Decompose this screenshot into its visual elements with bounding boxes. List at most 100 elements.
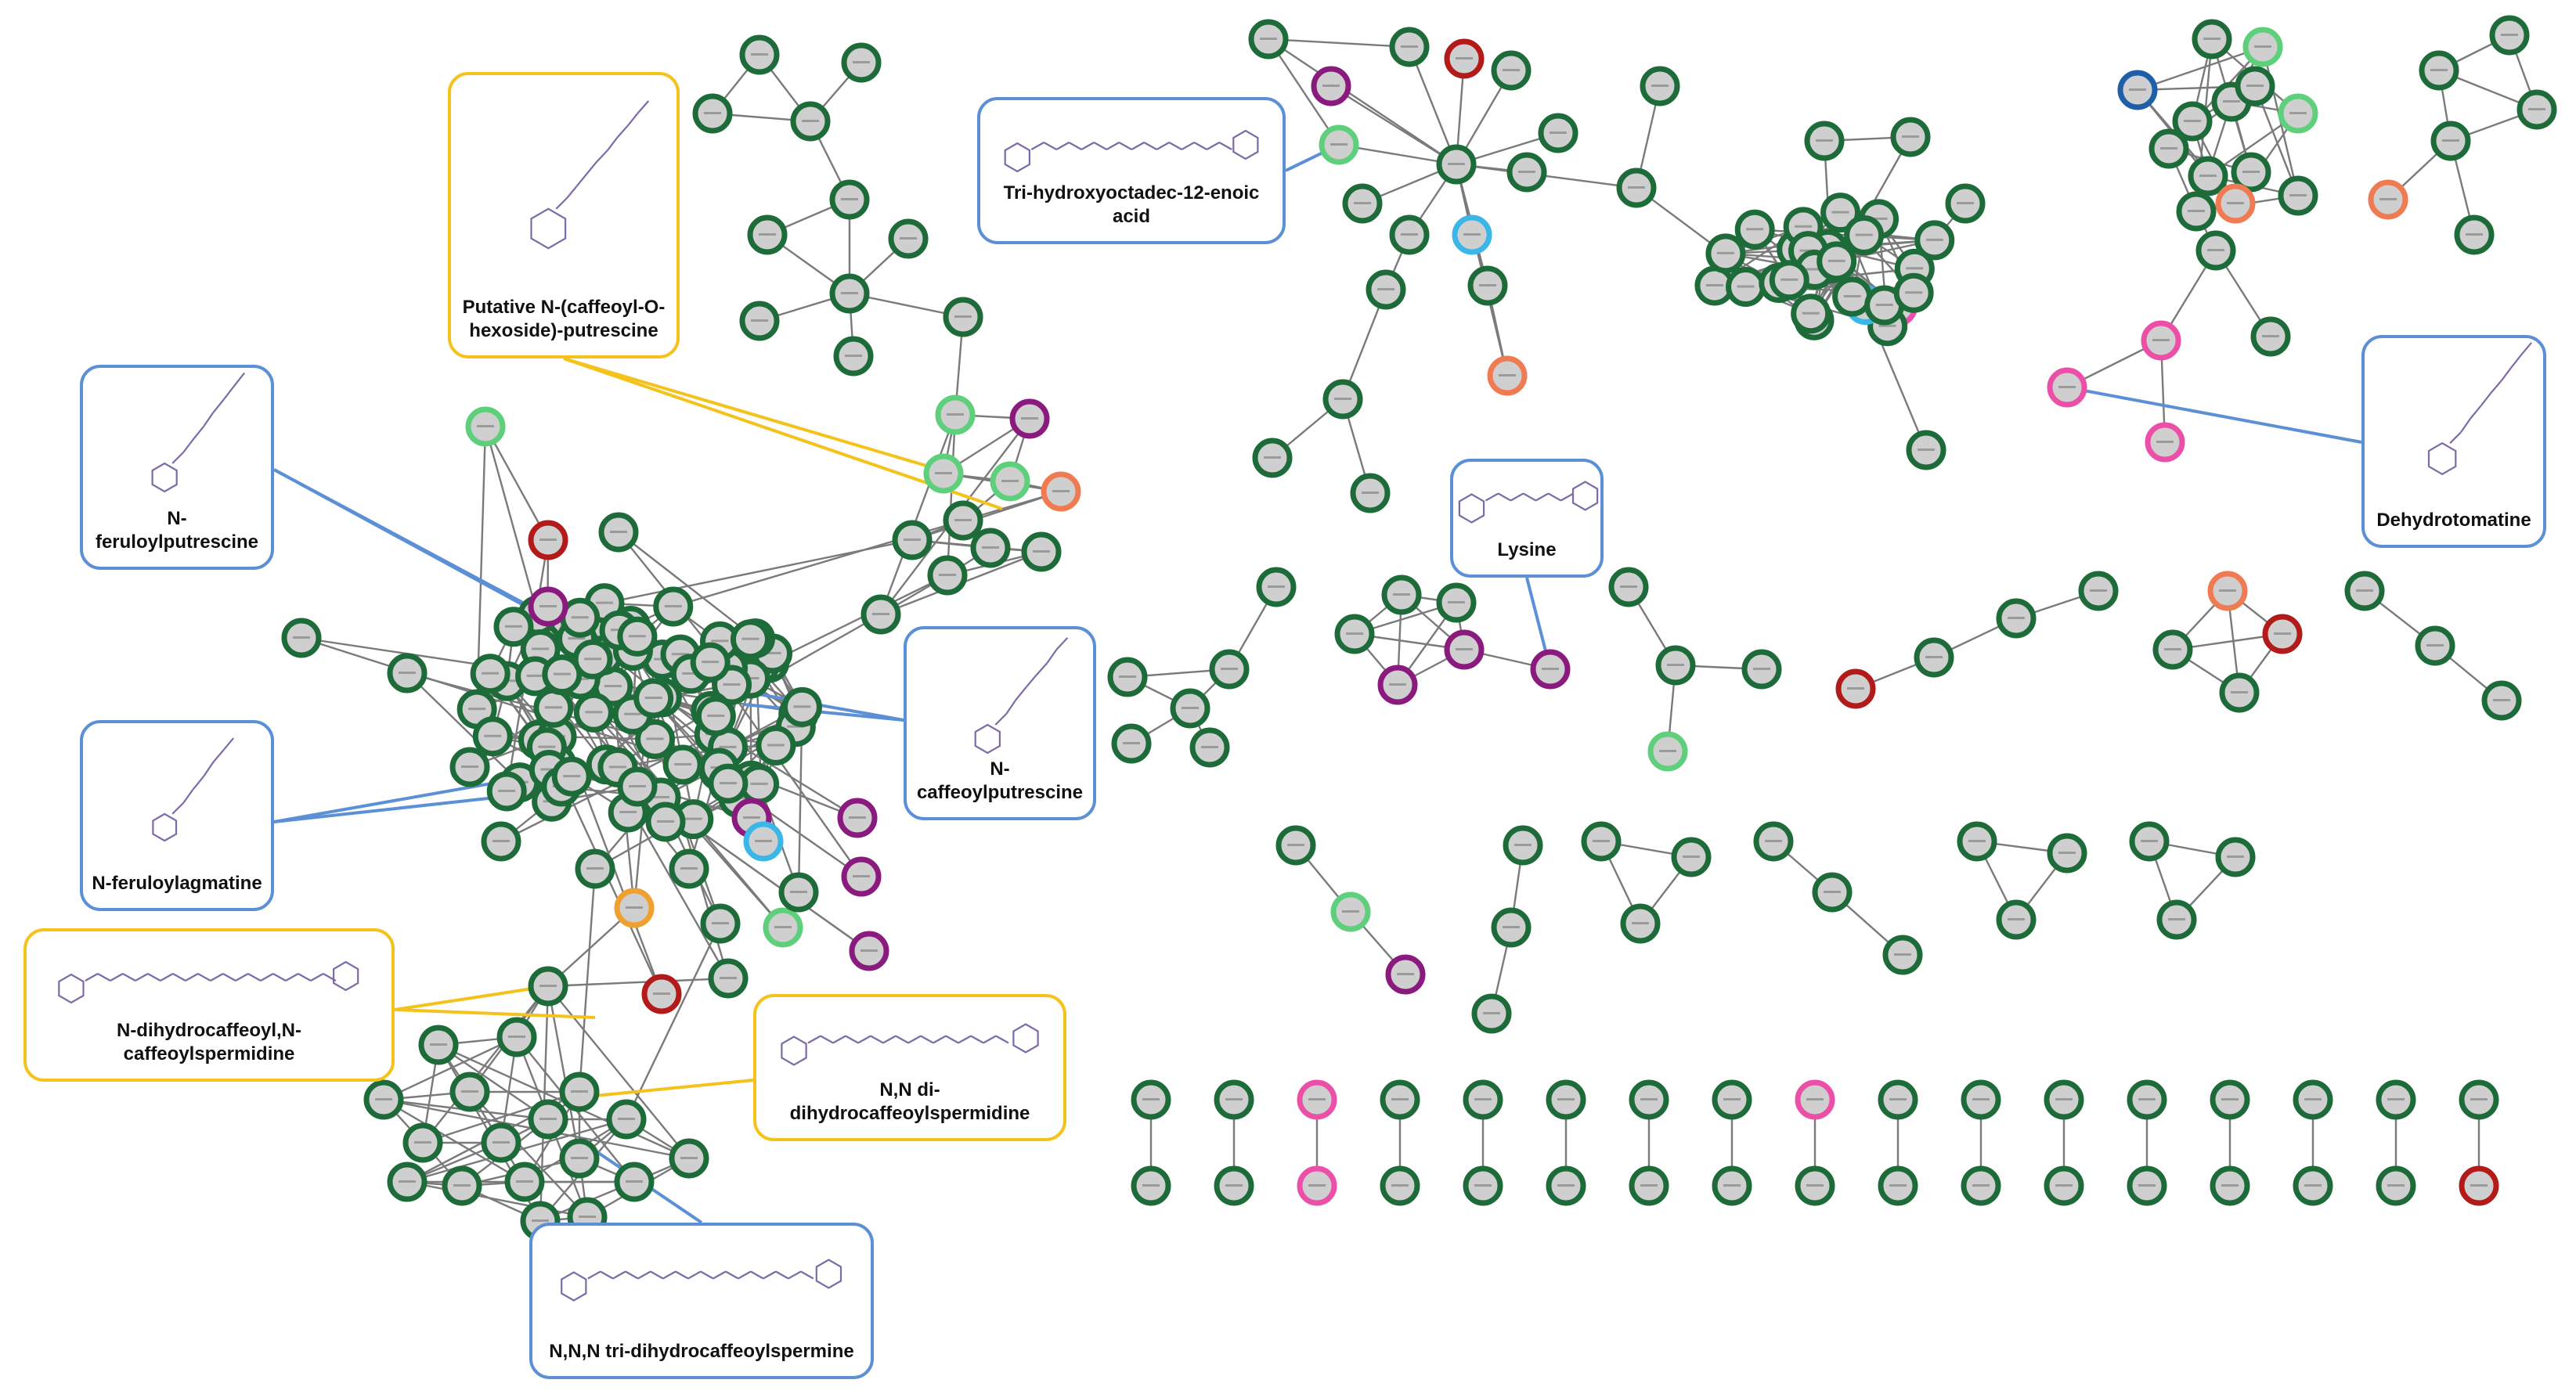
network-edge — [406, 672, 521, 783]
network-node — [1753, 821, 1794, 862]
network-node — [528, 1099, 568, 1140]
network-edge — [422, 985, 549, 1144]
network-node — [1380, 1165, 1420, 1206]
callout-caffeoylputrescine: N-caffeoylputrescine — [904, 626, 1096, 820]
network-node — [2044, 1079, 2084, 1120]
network-node — [923, 453, 964, 494]
network-node — [2419, 50, 2459, 91]
network-node — [1608, 567, 1649, 607]
network-node — [1463, 1165, 1503, 1206]
network-node — [641, 974, 682, 1014]
network-node — [1381, 575, 1422, 615]
network-node — [1795, 1079, 1835, 1120]
network-node — [1629, 1079, 1669, 1120]
network-node — [669, 1138, 709, 1179]
network-node — [645, 801, 686, 842]
network-node — [1906, 430, 1946, 470]
network-node — [829, 179, 870, 220]
network-node — [2215, 837, 2256, 877]
network-node — [730, 619, 770, 660]
network-node — [662, 744, 703, 785]
network-node — [1581, 821, 1622, 862]
network-node — [2129, 821, 2170, 862]
network-node — [1380, 1079, 1420, 1120]
network-node — [2278, 93, 2318, 134]
network-node — [1170, 688, 1210, 729]
network-node — [756, 725, 796, 765]
network-node — [481, 821, 521, 862]
network-node — [528, 966, 568, 1007]
network-node — [708, 763, 749, 804]
network-node — [2459, 1165, 2499, 1206]
callout-connector — [743, 703, 904, 722]
network-node — [2195, 230, 2236, 271]
network-node — [970, 528, 1011, 568]
network-node — [2242, 27, 2283, 67]
network-edge — [578, 868, 597, 1093]
network-node — [2278, 175, 2318, 216]
callout-label: Dehydrotomatine — [2376, 510, 2531, 531]
network-node — [1131, 1165, 1171, 1206]
network-node — [790, 101, 831, 142]
callout-connector — [394, 985, 549, 1011]
network-node — [617, 616, 658, 657]
network-node — [1214, 1165, 1254, 1206]
network-node — [1330, 892, 1371, 932]
network-node — [1491, 907, 1532, 948]
network-node — [1996, 598, 2037, 639]
network-node — [1817, 241, 1857, 282]
callout-label: N,N,N tri-dihydrocaffeoylspermine — [549, 1341, 854, 1362]
network-edge — [383, 1098, 525, 1183]
network-node — [2235, 66, 2275, 106]
network-node — [2156, 899, 2197, 940]
network-node — [449, 747, 490, 787]
network-node — [653, 586, 694, 627]
network-edge — [1268, 38, 1457, 165]
network-node — [2215, 183, 2256, 224]
network-node — [1275, 825, 1316, 866]
network-node — [1530, 649, 1571, 690]
network-node — [943, 500, 983, 541]
structure-dehydrotomatine — [2427, 342, 2532, 476]
network-node — [1377, 665, 1418, 705]
network-node — [2127, 1079, 2167, 1120]
network-node — [387, 653, 428, 693]
network-node — [617, 766, 658, 807]
network-node — [1041, 471, 1081, 512]
network-node — [1647, 731, 1688, 772]
network-node — [442, 1165, 482, 1206]
network-node — [1319, 124, 1359, 165]
callout-connector — [394, 1008, 596, 1019]
network-node — [1389, 214, 1430, 255]
network-node — [778, 872, 819, 913]
network-node — [449, 1072, 490, 1112]
callout-tri-hydroxyoctadec-enoic-acid: Tri-hydroxyoctadec-12-enoic acid — [977, 97, 1286, 244]
network-node — [2078, 571, 2119, 611]
network-node — [2172, 101, 2213, 142]
network-node — [1385, 954, 1426, 995]
network-node — [1491, 50, 1532, 91]
network-node — [1820, 193, 1861, 233]
network-node — [1712, 1079, 1752, 1120]
network-node — [1436, 144, 1477, 185]
network-node — [363, 1079, 404, 1120]
network-node — [2415, 625, 2455, 666]
callout-feruloylagmatine: N-feruloylagmatine — [80, 720, 274, 911]
network-node — [1546, 1079, 1586, 1120]
network-node — [2262, 614, 2303, 654]
network-node — [2152, 629, 2193, 670]
network-node — [572, 639, 613, 679]
network-node — [739, 301, 780, 341]
network-node — [2047, 367, 2087, 408]
network-node — [1366, 269, 1406, 310]
network-node — [1882, 935, 1923, 975]
network-node — [633, 678, 674, 719]
network-node — [927, 555, 968, 596]
network-node — [841, 42, 882, 83]
network-node — [1629, 1165, 1669, 1206]
network-node — [2344, 571, 2385, 611]
network-edge — [618, 531, 756, 639]
network-node — [692, 93, 733, 134]
network-nodes — [281, 15, 2557, 1241]
network-node — [1712, 1165, 1752, 1206]
